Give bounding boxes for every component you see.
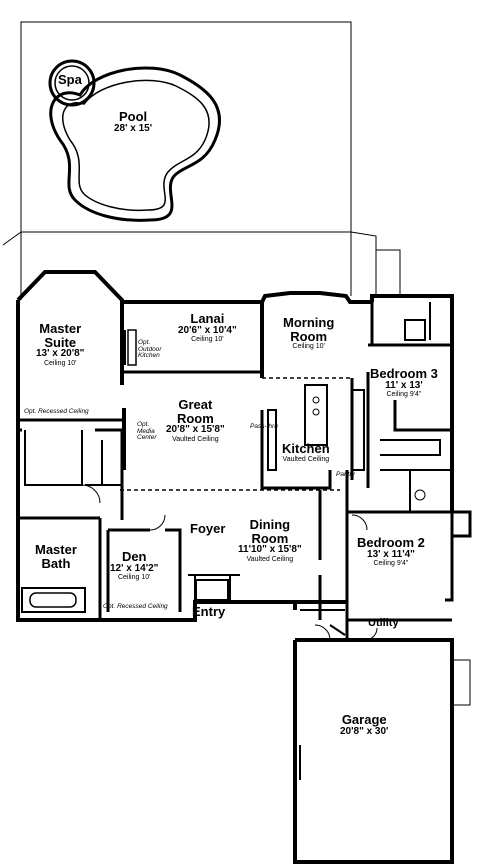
- note-recessed-ceiling-den: Opt. Recessed Ceiling: [103, 603, 168, 610]
- note-recessed-ceiling-suite: Opt. Recessed Ceiling: [24, 408, 89, 415]
- entry-label: Entry: [192, 604, 226, 619]
- interior-walls: [18, 418, 124, 520]
- lanai-label: Lanai 20'6" x 10'4" Ceiling 10': [178, 311, 237, 344]
- bedroom-3-label: Bedroom 3 11' x 13' Ceiling 9'4": [370, 366, 438, 399]
- garage-label: Garage 20'8" x 30': [340, 712, 389, 737]
- pool-shape: [49, 66, 222, 222]
- great-room-label: Great Room 20'8" x 15'8" Vaulted Ceiling: [166, 397, 225, 443]
- spa-label: Spa: [58, 72, 82, 87]
- dining-room-label: Dining Room 11'10" x 15'8" Vaulted Ceili…: [238, 517, 302, 563]
- pool-label: Pool 28' x 15': [114, 109, 153, 134]
- master-suite-label: Master Suite 13' x 20'8" Ceiling 10': [36, 321, 85, 367]
- spa-shape: [48, 59, 96, 107]
- note-pass-thru: Pass-thru: [250, 423, 278, 430]
- note-outdoor-kitchen: Opt. Outdoor Kitchen: [138, 339, 162, 359]
- garage-wall: [293, 638, 454, 864]
- master-bath-label: Master Bath: [35, 542, 77, 571]
- pool-deck-outline: [20, 21, 352, 233]
- deck-lower-outline: [2, 231, 377, 300]
- note-media-center: Opt. Media Center: [137, 421, 157, 441]
- bedroom-2-label: Bedroom 2 13' x 11'4" Ceiling 9'4": [357, 535, 425, 568]
- den-label: Den 12' x 14'2" Ceiling 10': [110, 549, 159, 582]
- morning-room-label: Morning Room Ceiling 10': [283, 315, 335, 351]
- note-pantry: Pantry: [336, 471, 355, 478]
- foyer-label: Foyer: [190, 521, 226, 536]
- kitchen-label: Kitchen Vaulted Ceiling: [282, 441, 330, 463]
- utility-label: Utility: [368, 617, 399, 629]
